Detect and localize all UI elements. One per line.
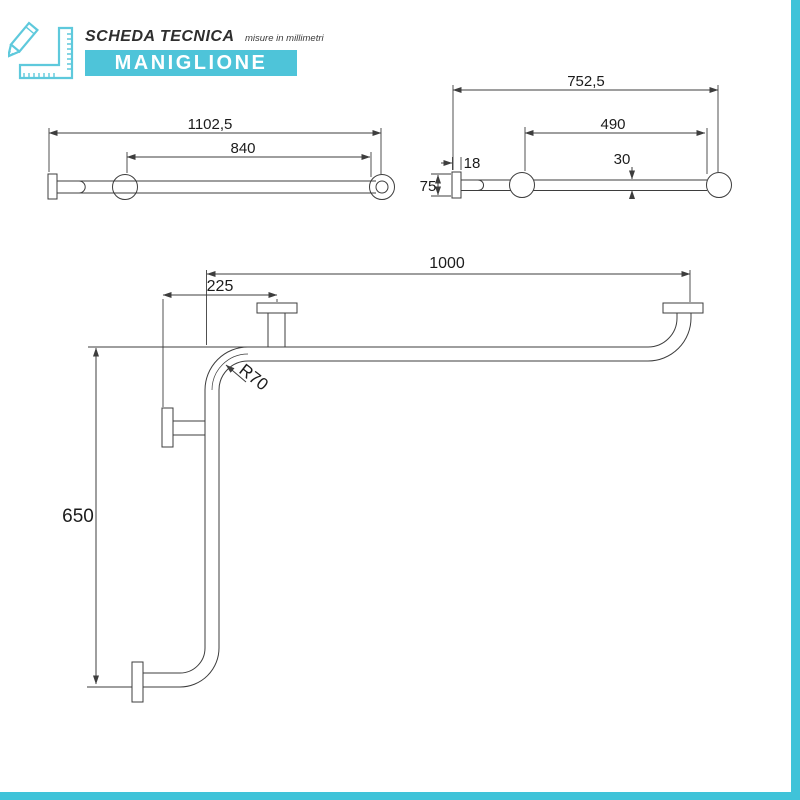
pencil-square-icon: [6, 20, 78, 87]
side-tube-cap-arc: [477, 179, 484, 191]
corner-inner-arc: [218, 360, 249, 391]
product-name: MANIGLIONE: [114, 52, 268, 74]
front-tube-cap-arc: [78, 180, 86, 194]
dim-value-bend-radius: R70: [236, 360, 272, 394]
dim-value-fixing-side: 490: [600, 116, 625, 133]
right-end-flange: [662, 302, 704, 314]
side-view-extension-lines: [431, 85, 719, 197]
side-end-flange: [706, 172, 732, 198]
front-end-flange-inner: [375, 180, 389, 194]
side-view-drawing: 752,5 490 18 75 30: [420, 73, 732, 200]
dim-value-vertical: 650: [62, 506, 94, 527]
front-mid-flange: [112, 174, 138, 200]
dim-value-overall-side: 752,5: [567, 73, 605, 90]
dim-value-plate-thickness: 18: [464, 155, 481, 172]
side-mid-flange: [509, 172, 535, 198]
dim-value-tube-diameter: 30: [614, 151, 631, 168]
corner-outer-arc: [204, 346, 249, 391]
sheet-title: SCHEDA TECNICA: [85, 28, 235, 45]
sheet-header: SCHEDA TECNICA misure in millimetri MANI…: [0, 0, 430, 90]
front-end-flange-outer: [369, 174, 395, 200]
front-wall-plate: [47, 173, 58, 200]
dim-value-plate-height: 75: [420, 178, 437, 195]
right-end-inner-arc: [647, 317, 678, 348]
dim-value-offset: 225: [207, 278, 234, 295]
bottom-end-flange: [131, 661, 144, 703]
front-view-extension-lines: [48, 128, 382, 177]
l-shape-extension-lines: [87, 270, 691, 688]
dim-value-fixing-front: 840: [230, 140, 255, 157]
l-shape-drawing: 1000 225 650 R70: [62, 255, 704, 703]
dim-value-overall-front: 1102,5: [188, 116, 233, 133]
accent-border-bottom: [0, 792, 800, 800]
product-banner: MANIGLIONE: [85, 50, 297, 76]
side-wall-plate: [451, 171, 462, 199]
front-view-drawing: 1102,5 840: [47, 116, 395, 200]
right-end-outer-arc: [647, 317, 692, 362]
sheet-units-note: misure in millimetri: [244, 33, 324, 44]
accent-border-right: [791, 0, 800, 800]
side-bracket-plate: [161, 407, 174, 448]
dim-value-horizontal: 1000: [429, 255, 465, 272]
bottom-outer-arc: [179, 647, 220, 688]
mid-bracket-plate: [256, 302, 298, 314]
bottom-inner-arc: [179, 647, 206, 674]
corner-centerline-arc: [211, 353, 249, 391]
